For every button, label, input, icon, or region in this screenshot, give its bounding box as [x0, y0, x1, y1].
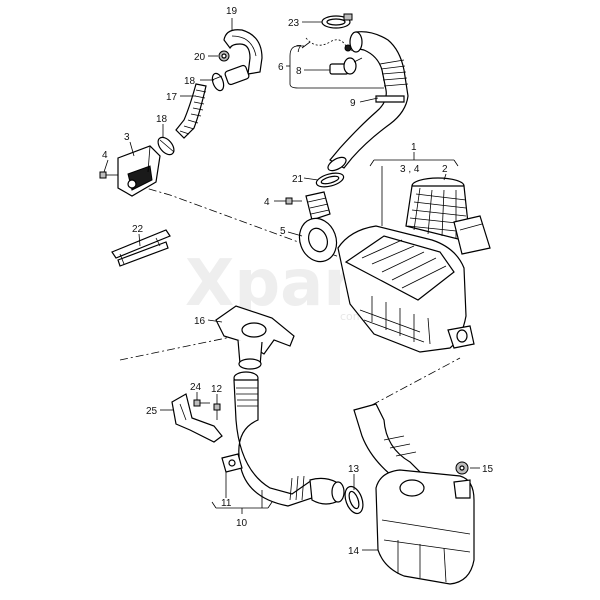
callout-17: 17 [166, 92, 178, 103]
callout-12: 12 [211, 384, 223, 395]
part-14-silencer [353, 403, 475, 585]
callout-24: 24 [190, 382, 202, 393]
callout-4-left: 4 [102, 150, 108, 161]
callout-5: 5 [280, 226, 286, 237]
leader-lines [103, 18, 480, 551]
part-18-clamp-lower [157, 136, 175, 156]
part-22-strip [111, 229, 171, 267]
callout-18-lower: 18 [156, 114, 168, 125]
callout-3-4: 3 , 4 [400, 164, 420, 175]
callout-11: 11 [221, 498, 232, 509]
part-8-valve [329, 57, 363, 75]
callout-22: 22 [132, 224, 144, 235]
part-3-resonator [117, 145, 161, 197]
callout-10: 10 [236, 518, 248, 529]
callout-23: 23 [288, 18, 300, 29]
part-20-nut [218, 50, 230, 62]
callout-6: 6 [278, 62, 284, 73]
callout-14: 14 [348, 546, 360, 557]
callout-1: 1 [411, 142, 417, 153]
callout-3: 3 [124, 132, 130, 143]
part-23-clamp [321, 13, 353, 29]
callout-25: 25 [146, 406, 158, 417]
part-16-bracket [215, 305, 295, 370]
callout-16: 16 [194, 316, 206, 327]
callout-2: 2 [442, 164, 448, 175]
part-12-screw [213, 403, 221, 420]
callout-7: 7 [296, 44, 302, 55]
part-5-flange [298, 191, 338, 263]
part-21-clamp [315, 172, 345, 188]
callout-18-upper: 18 [184, 76, 196, 87]
callout-4-middle: 4 [264, 197, 270, 208]
part-4-screw-middle [285, 197, 302, 205]
callout-9: 9 [350, 98, 356, 109]
callout-21: 21 [292, 174, 304, 185]
part-9-intake-hose [327, 31, 409, 172]
part-18-clamp-upper [211, 64, 250, 92]
callout-20: 20 [194, 52, 206, 63]
part-13-clamp [344, 485, 364, 515]
callout-labels: 19 20 18 17 18 3 4 22 23 7 6 8 9 1 3 , 4… [102, 6, 494, 557]
part-25-bracket [171, 393, 223, 443]
part-11-clip [221, 453, 243, 473]
part-2-filter-element [405, 177, 491, 255]
part-10-pipe-assembly [233, 371, 345, 507]
callout-15: 15 [482, 464, 494, 475]
part-17-corrugated-hose [175, 83, 207, 139]
part-24-screw [193, 399, 210, 407]
callout-8: 8 [296, 66, 302, 77]
part-7-wire [305, 37, 352, 52]
callout-13: 13 [348, 464, 360, 475]
part-4-screw-left [99, 171, 118, 179]
part-15-nut [455, 461, 469, 475]
callout-19: 19 [226, 6, 238, 17]
part-1-air-filter-housing [337, 225, 475, 353]
